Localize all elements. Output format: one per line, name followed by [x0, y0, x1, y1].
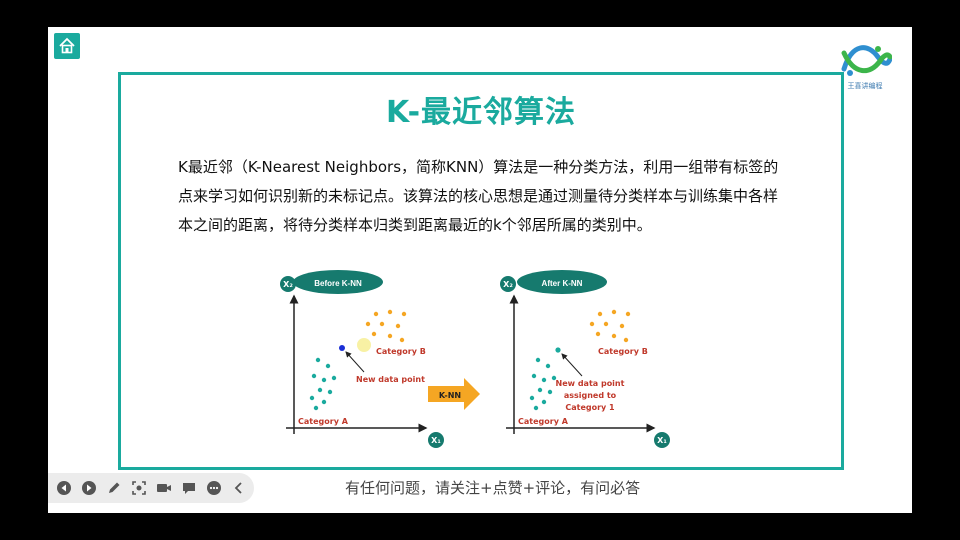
- collapse-button[interactable]: [229, 478, 249, 498]
- home-icon: [59, 37, 75, 54]
- knn-diagram: Before K-NN X₂ X₁: [280, 270, 670, 448]
- after-title-badge: [517, 270, 607, 294]
- after-new-point-label-1: New data point: [556, 379, 625, 388]
- slide-title: K-最近邻算法: [385, 95, 577, 130]
- before-category-a-label: Category A: [298, 417, 349, 426]
- home-button[interactable]: [54, 33, 80, 59]
- content-frame: K-最近邻算法 K最近邻（K-Nearest Neighbors，简称KNN）算…: [118, 72, 844, 470]
- before-y-axis-badge: [280, 276, 296, 292]
- before-category-b-points: [365, 309, 407, 343]
- before-x-axis-badge: [428, 432, 444, 448]
- after-category-b-points: [589, 309, 631, 343]
- screenshot-icon: [132, 481, 146, 495]
- before-new-point-arrow: [345, 351, 365, 373]
- comment-button[interactable]: [179, 478, 199, 498]
- more-button[interactable]: [204, 478, 224, 498]
- after-category-a-label: Category A: [518, 417, 569, 426]
- prev-button[interactable]: [54, 478, 74, 498]
- pen-icon: [109, 482, 120, 493]
- after-y-axis-badge: [500, 276, 516, 292]
- after-new-data-point: [555, 347, 561, 353]
- prev-icon: [57, 481, 71, 495]
- before-panel: Before K-NN X₂ X₁: [280, 270, 444, 448]
- screenshot-button[interactable]: [129, 478, 149, 498]
- presentation-toolbar: [48, 473, 254, 503]
- after-category-b-label: Category B: [598, 347, 648, 356]
- before-category-b-label: Category B: [376, 347, 426, 356]
- after-new-point-arrow: [561, 353, 583, 377]
- brand-logo: 王喜讲编程: [838, 39, 893, 91]
- after-category-a-points: [529, 357, 557, 411]
- caption-text: 有任何问题，请关注+点赞+评论，有问必答: [345, 479, 641, 497]
- next-button[interactable]: [79, 478, 99, 498]
- logo-text: 王喜讲编程: [847, 82, 883, 90]
- comment-icon: [183, 483, 195, 494]
- after-x-axis-label: X₁: [657, 436, 667, 445]
- description-paragraph: K最近邻（K-Nearest Neighbors，简称KNN）算法是一种分类方法…: [178, 158, 779, 234]
- camera-button[interactable]: [154, 478, 174, 498]
- before-title-badge: [293, 270, 383, 294]
- after-title: After K-NN: [542, 279, 583, 288]
- before-new-data-point: [339, 345, 345, 351]
- after-x-axis-badge: [654, 432, 670, 448]
- next-icon: [82, 481, 96, 495]
- camera-icon: [157, 484, 171, 492]
- after-panel: After K-NN X₂ X₁: [500, 270, 670, 448]
- after-new-point-label-2: assigned to: [564, 391, 617, 400]
- collapse-icon: [234, 482, 242, 494]
- before-x-axis-label: X₁: [431, 436, 441, 445]
- before-y-axis-label: X₂: [283, 280, 293, 289]
- before-new-point-label: New data point: [356, 375, 425, 384]
- before-category-a-points: [309, 357, 337, 411]
- cursor-highlight: [357, 338, 371, 352]
- before-title: Before K-NN: [314, 279, 362, 288]
- more-icon: [207, 481, 221, 495]
- slide: 王喜讲编程 K-最近邻算法 K最近邻（K-Nearest Neighbors，简…: [48, 27, 912, 513]
- pen-button[interactable]: [104, 478, 124, 498]
- knn-arrow-label: K-NN: [439, 391, 461, 400]
- after-new-point-label-3: Category 1: [565, 403, 615, 412]
- logo-icon: [841, 45, 893, 76]
- knn-arrow: K-NN: [428, 378, 480, 410]
- after-y-axis-label: X₂: [503, 280, 513, 289]
